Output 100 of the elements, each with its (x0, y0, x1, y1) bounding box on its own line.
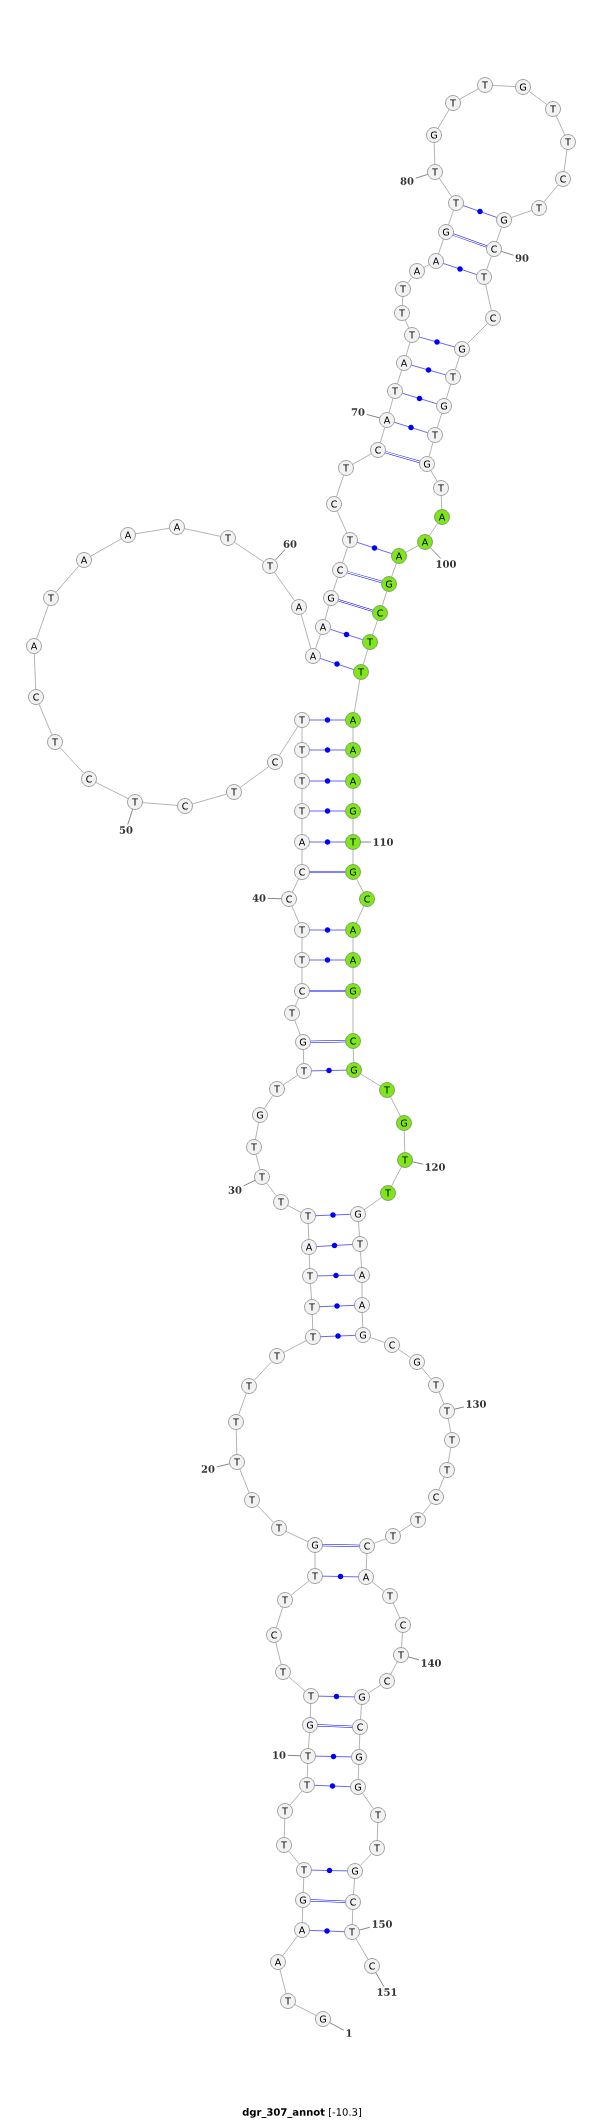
backbone-line (184, 528, 221, 537)
base-pair-line (309, 747, 346, 753)
backbone-line (358, 1221, 360, 1237)
backbone-line (95, 782, 129, 799)
backbone-line (301, 727, 303, 743)
backbone-line (307, 1223, 310, 1240)
leader-line (501, 251, 514, 256)
base-pair-line (452, 233, 488, 248)
backbone-line (240, 766, 269, 788)
backbone-line (362, 1793, 374, 1809)
backbone-line (407, 276, 413, 284)
leader-line (274, 549, 286, 561)
backbone-line (438, 1391, 445, 1405)
base-pair-line (309, 870, 346, 874)
backbone-line (288, 1676, 306, 1692)
position-number: 70 (351, 408, 365, 416)
position-number: 40 (252, 894, 266, 902)
backbone-line (392, 1602, 401, 1619)
backbone-line (278, 726, 299, 756)
backbone-line (234, 542, 264, 562)
backbone-line (459, 88, 479, 100)
backbone-line (355, 905, 365, 924)
backbone-line (352, 998, 354, 1034)
leader-line (360, 841, 372, 843)
backbone-line (336, 475, 344, 497)
backbone-line (333, 577, 338, 591)
base-pair-line (419, 336, 455, 348)
backbone-line (360, 1853, 372, 1866)
base-pair-line (443, 263, 477, 275)
backbone-line (352, 937, 354, 953)
backbone-line (274, 572, 295, 601)
backbone-line (276, 1607, 283, 1628)
backbone-line (356, 878, 364, 893)
backbone-line (255, 1154, 261, 1170)
backbone-line (301, 849, 303, 865)
backbone-line (402, 296, 403, 306)
backbone-line (429, 523, 438, 536)
backbone-line (342, 547, 348, 563)
position-number: 20 (201, 1465, 215, 1473)
backbone-line (60, 747, 84, 774)
backbone-line (397, 370, 402, 384)
backbone-line (352, 757, 354, 774)
backbone-line (310, 1283, 312, 1300)
base-pair-line (310, 1899, 346, 1903)
leader-line (267, 898, 282, 900)
backbone-line (421, 1367, 432, 1380)
base-pair-line (309, 839, 346, 845)
backbone-line (361, 1312, 364, 1328)
base-pair-line (322, 1544, 360, 1547)
backbone-line (486, 256, 492, 270)
backbone-line (446, 384, 451, 399)
backbone-line (391, 1166, 402, 1187)
backbone-line (492, 85, 516, 87)
base-pair-line (320, 658, 354, 670)
backbone-line (235, 1429, 238, 1455)
base-pair-line (346, 571, 383, 583)
position-number: 10 (273, 1751, 286, 1759)
position-number: 30 (228, 1186, 242, 1194)
base-pair-line (314, 1783, 351, 1789)
backbone-line (294, 997, 300, 1007)
backbone-line (555, 115, 566, 136)
backbone-line (423, 264, 430, 268)
backbone-line (352, 453, 372, 465)
backbone-line (399, 1523, 412, 1533)
backbone-line (290, 1580, 310, 1596)
backbone-line (275, 1642, 282, 1665)
base-pair-line (310, 1040, 346, 1043)
backbone-line (496, 227, 502, 242)
caption: dgr_307_annot [-10.3] (242, 2108, 361, 2118)
backbone-line (404, 319, 410, 329)
backbone-line (455, 356, 460, 370)
base-pair-line (317, 1724, 353, 1728)
backbone-line (279, 1969, 287, 1994)
position-number: 60 (283, 540, 297, 548)
backbone-line (467, 323, 488, 344)
backbone-line (405, 545, 419, 553)
backbone-line (398, 1349, 411, 1358)
base-pair-line (315, 1753, 352, 1760)
backbone-line (309, 1703, 312, 1718)
backbone-line (285, 1531, 309, 1542)
position-number: 110 (373, 838, 393, 846)
base-pair-line (309, 1928, 345, 1934)
leader-line (243, 1180, 256, 1187)
backbone-line (433, 142, 436, 165)
backbone-line (439, 178, 452, 197)
backbone-line (283, 1818, 286, 1838)
backbone-line (372, 620, 378, 635)
backbone-line (255, 1122, 259, 1140)
base-pair-line (402, 393, 437, 405)
backbone-line (352, 818, 354, 835)
backbone-line (529, 91, 547, 105)
backbone-line (448, 1418, 451, 1433)
position-number: 1 (346, 2029, 352, 2037)
leader-line (216, 1463, 230, 1468)
backbone-line (352, 967, 354, 984)
leader-line (366, 414, 380, 419)
backbone-line (376, 1822, 379, 1841)
backbone-line (283, 1340, 307, 1353)
backbone-line (365, 1553, 368, 1570)
base-pair-line (317, 1272, 355, 1279)
